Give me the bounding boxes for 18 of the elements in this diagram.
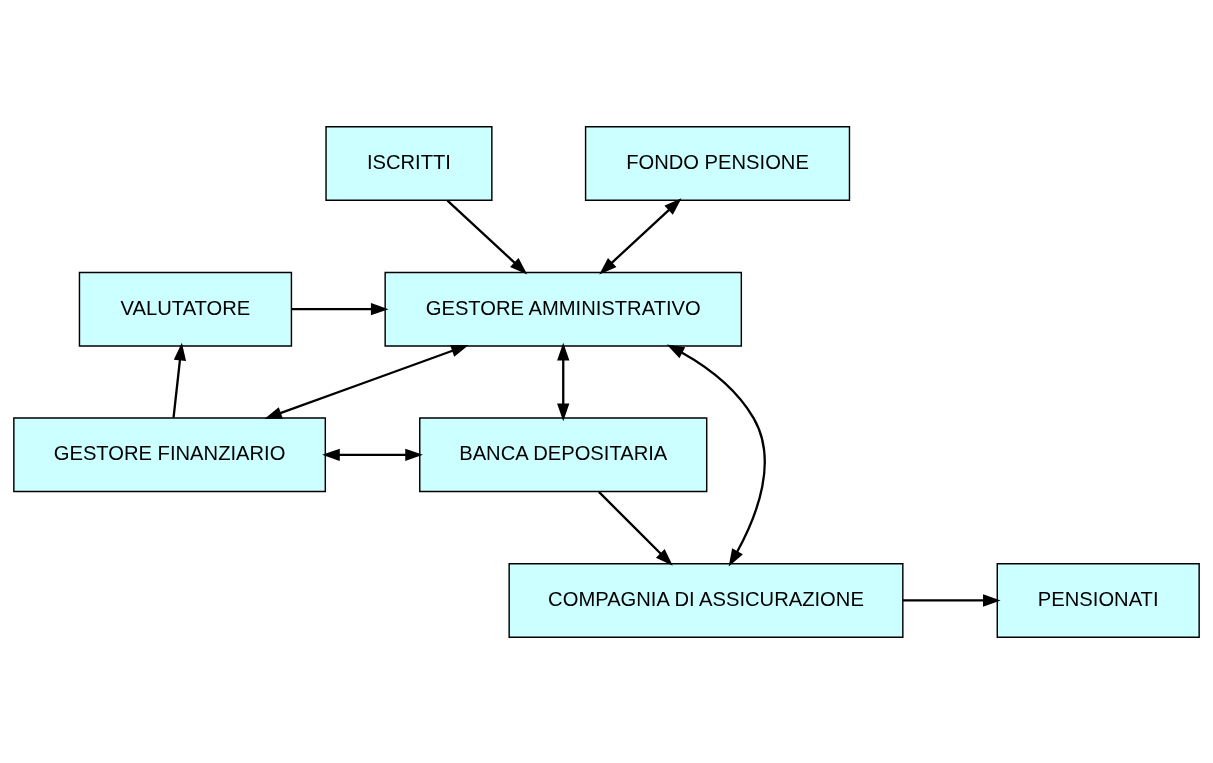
arrow [172, 342, 187, 418]
arrow [291, 302, 389, 315]
node-box: PENSIONATI [996, 562, 1200, 638]
arrow [666, 344, 766, 567]
node-box: COMPAGNIA DI ASSICURAZIONE [508, 562, 904, 638]
arrow [902, 593, 1001, 607]
arrow [322, 448, 423, 461]
arrow [557, 342, 570, 421]
node-box: GESTORE AMMINISTRATIVO [384, 271, 743, 347]
node-box: FONDO PENSIONE [584, 125, 851, 201]
arrow [598, 490, 673, 566]
node-box: BANCA DEPOSITARIA [419, 416, 708, 492]
node-box: VALUTATORE [78, 271, 293, 347]
node-box: GESTORE FINANZIARIO [13, 416, 327, 492]
arrow [599, 197, 682, 274]
arrow [264, 344, 469, 419]
node-box: ISCRITTI [325, 125, 493, 201]
arrow [446, 199, 528, 274]
